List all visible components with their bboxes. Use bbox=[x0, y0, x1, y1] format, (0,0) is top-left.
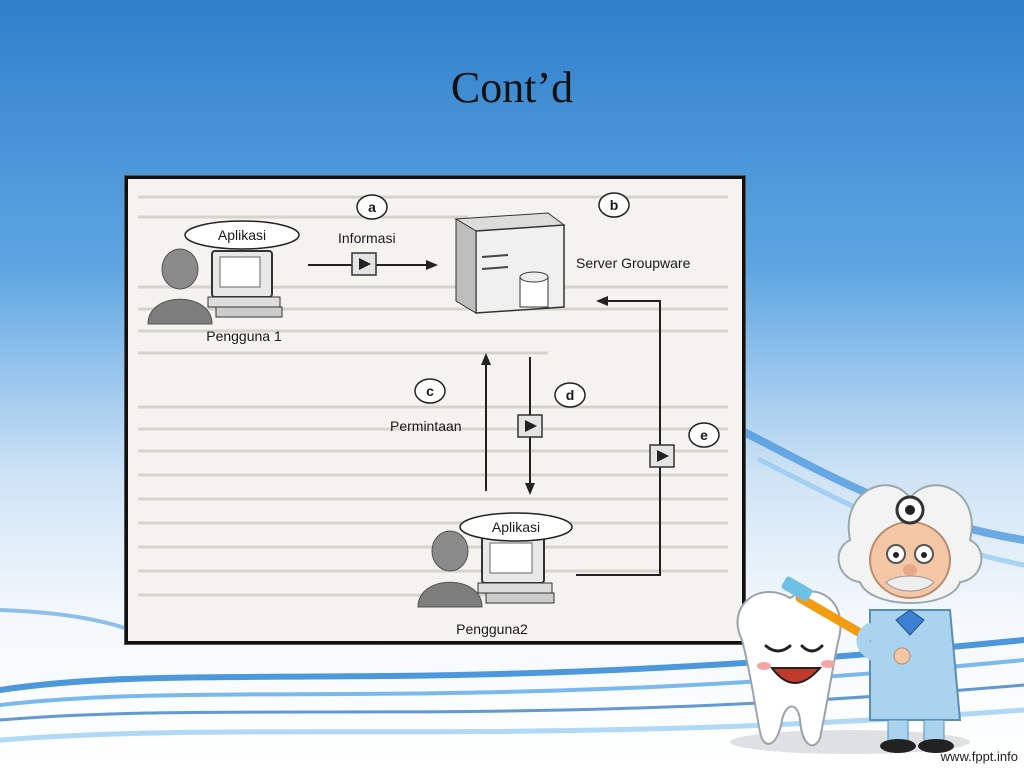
svg-text:b: b bbox=[610, 197, 619, 213]
step-badge-e: e bbox=[688, 422, 720, 448]
step-badge-a: a bbox=[356, 194, 388, 220]
user-silhouette-icon bbox=[147, 248, 213, 325]
svg-text:c: c bbox=[426, 383, 434, 399]
edge-label-c: Permintaan bbox=[390, 418, 462, 434]
user2-name-label: Pengguna2 bbox=[456, 621, 528, 637]
slide-title: Cont’d bbox=[450, 63, 574, 112]
groupware-diagram: Aplikasi Pengguna 1 Server Groupware bbox=[138, 192, 728, 637]
play-icon bbox=[517, 414, 543, 438]
edge-label-a: Informasi bbox=[338, 230, 396, 246]
user1-app-label: Aplikasi bbox=[218, 227, 266, 243]
user1-name-label: Pengguna 1 bbox=[206, 328, 282, 344]
server-name-label: Server Groupware bbox=[576, 255, 691, 271]
step-badge-b: b bbox=[598, 192, 630, 218]
computer-icon bbox=[207, 250, 283, 318]
user2-app-label: Aplikasi bbox=[492, 519, 540, 535]
svg-text:e: e bbox=[700, 427, 708, 443]
computer-icon bbox=[477, 536, 555, 604]
dentist-figure bbox=[837, 484, 983, 753]
user2-node: Aplikasi Pengguna2 bbox=[417, 512, 573, 637]
server-icon bbox=[454, 212, 566, 314]
step-badge-d: d bbox=[554, 382, 586, 408]
user1-node: Aplikasi Pengguna 1 bbox=[147, 220, 300, 344]
diagram-frame: Aplikasi Pengguna 1 Server Groupware bbox=[125, 176, 745, 644]
edge-e bbox=[576, 296, 661, 576]
scan-texture bbox=[138, 195, 728, 597]
step-badge-c: c bbox=[414, 378, 446, 404]
play-icon bbox=[649, 444, 675, 468]
dentist-mascot bbox=[730, 484, 983, 754]
server-node: Server Groupware bbox=[454, 212, 691, 314]
play-icon bbox=[351, 252, 377, 276]
tooth-mascot bbox=[736, 590, 842, 747]
svg-text:a: a bbox=[368, 199, 376, 215]
footer-url: www.fppt.info bbox=[940, 749, 1018, 764]
user-silhouette-icon bbox=[417, 530, 483, 608]
svg-text:d: d bbox=[566, 387, 575, 403]
